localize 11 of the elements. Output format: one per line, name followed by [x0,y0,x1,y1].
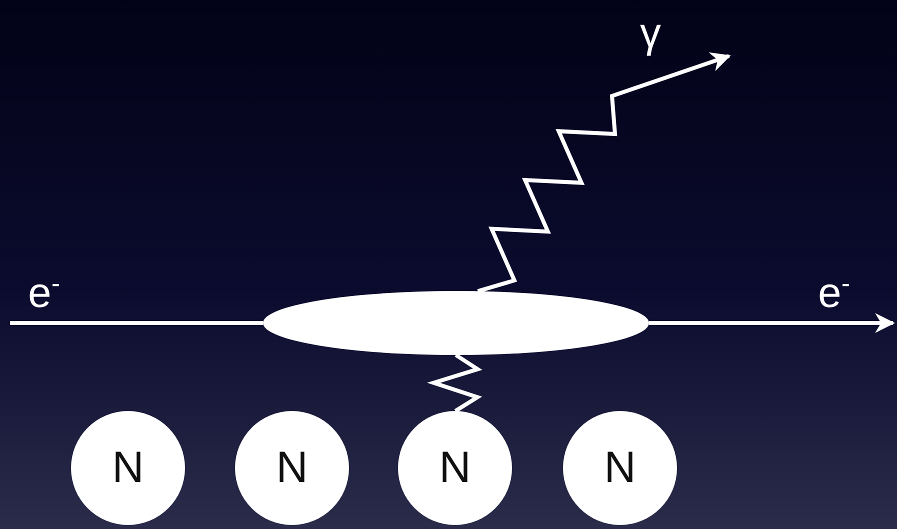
photon-arrow [477,52,731,294]
particle-label: e$^{-}$ [28,270,60,314]
electron-arrow [649,313,895,333]
virtual-photon-line [427,353,482,413]
particle-label: γ [640,12,661,54]
particle-label: e$^{-}$ [818,270,850,314]
nucleus-label: N [112,443,144,493]
electron-line [10,321,263,325]
nucleus-label: N [604,443,636,493]
nucleus-label: N [439,443,471,493]
nucleus-label: N [276,443,308,493]
